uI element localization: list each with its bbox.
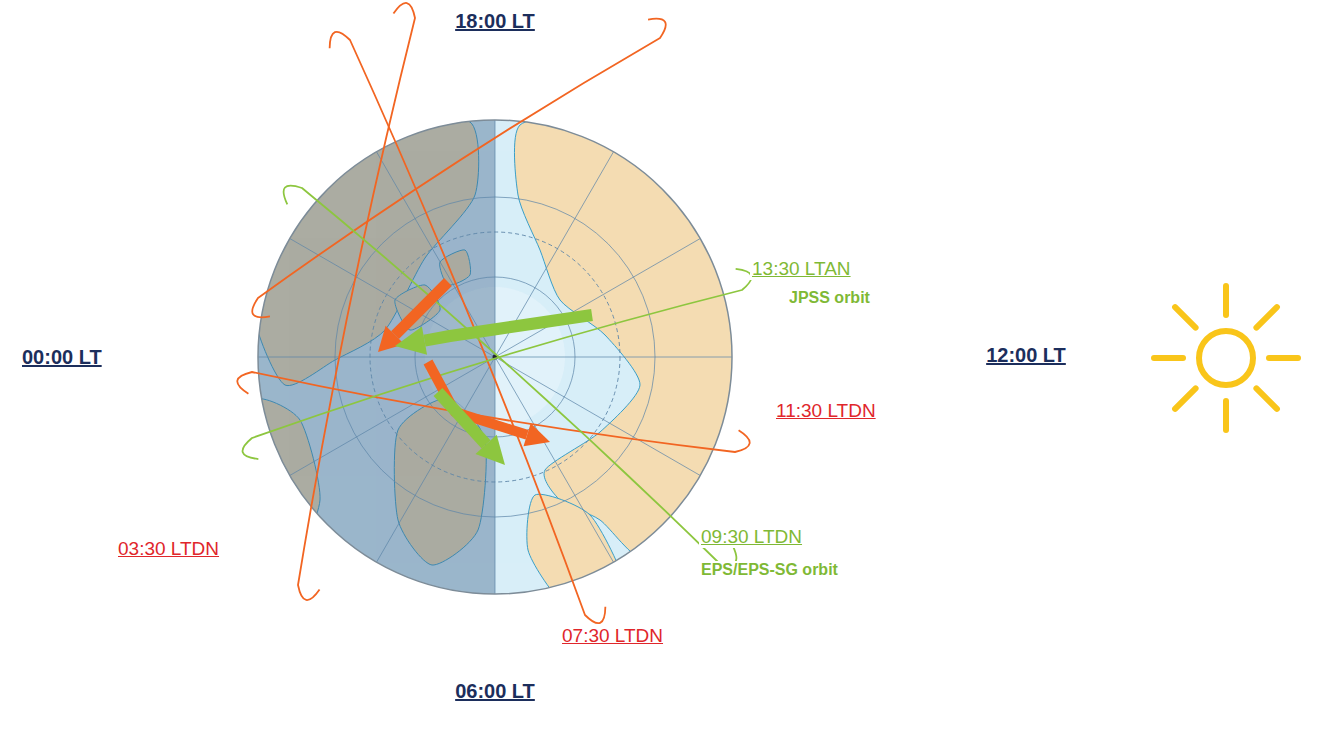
- orbit-time-label: 13:30 LTAN: [750, 258, 853, 280]
- local-time-label: 18:00 LT: [453, 10, 537, 33]
- orbit-time-label: 03:30 LTDN: [116, 538, 221, 560]
- sun-ray: [1223, 401, 1229, 430]
- local-time-label: 06:00 LT: [453, 680, 537, 703]
- motion-arrow-head: [524, 423, 551, 446]
- motion-arrows: [378, 282, 592, 465]
- motion-arrow-head: [475, 435, 505, 465]
- orbit-time-label: 09:30 LTDN: [699, 526, 804, 548]
- motion-arrow-head: [378, 326, 404, 352]
- orbit-name-label: EPS/EPS-SG orbit: [699, 561, 840, 579]
- sun-ray: [1256, 307, 1277, 328]
- sun-ray: [1175, 307, 1196, 328]
- motion-arrow-head: [395, 326, 427, 354]
- meridian: [258, 357, 495, 358]
- globe: [251, 116, 741, 610]
- arctic-circle: [370, 232, 620, 482]
- meridian: [495, 357, 496, 594]
- orbits: [237, 3, 751, 623]
- orbit-name-label: JPSS orbit: [787, 289, 872, 307]
- orbit-time-label: 11:30 LTDN: [774, 400, 878, 422]
- local-time-label: 12:00 LT: [984, 344, 1068, 367]
- motion-arrow-shaft: [438, 392, 486, 444]
- orbit-time-label: 07:30 LTDN: [560, 625, 665, 647]
- motion-arrow-shaft: [425, 315, 592, 341]
- sun-icon: [1154, 286, 1298, 430]
- parallel: [335, 197, 655, 517]
- sun-ray: [1256, 388, 1277, 409]
- orbit-track: [243, 269, 752, 459]
- parallel: [415, 277, 575, 437]
- sun-ray: [1175, 388, 1196, 409]
- sun-ray: [1269, 355, 1298, 361]
- orbit-track: [298, 3, 415, 600]
- night-shading: [258, 120, 495, 594]
- meridian: [377, 357, 496, 562]
- graticule: [258, 120, 732, 594]
- meridian: [495, 120, 496, 357]
- globe-outline: [258, 120, 732, 594]
- sun-disc: [1199, 331, 1253, 385]
- orbit-track: [252, 19, 666, 318]
- orbit-track: [330, 32, 606, 623]
- sun-ray: [1154, 355, 1183, 361]
- meridian: [495, 357, 732, 358]
- orbit-track: [284, 186, 737, 565]
- land: [251, 116, 741, 610]
- sun-ray: [1223, 286, 1229, 315]
- landmass: [527, 494, 625, 610]
- local-time-label: 00:00 LT: [20, 346, 104, 369]
- meridian: [495, 239, 700, 358]
